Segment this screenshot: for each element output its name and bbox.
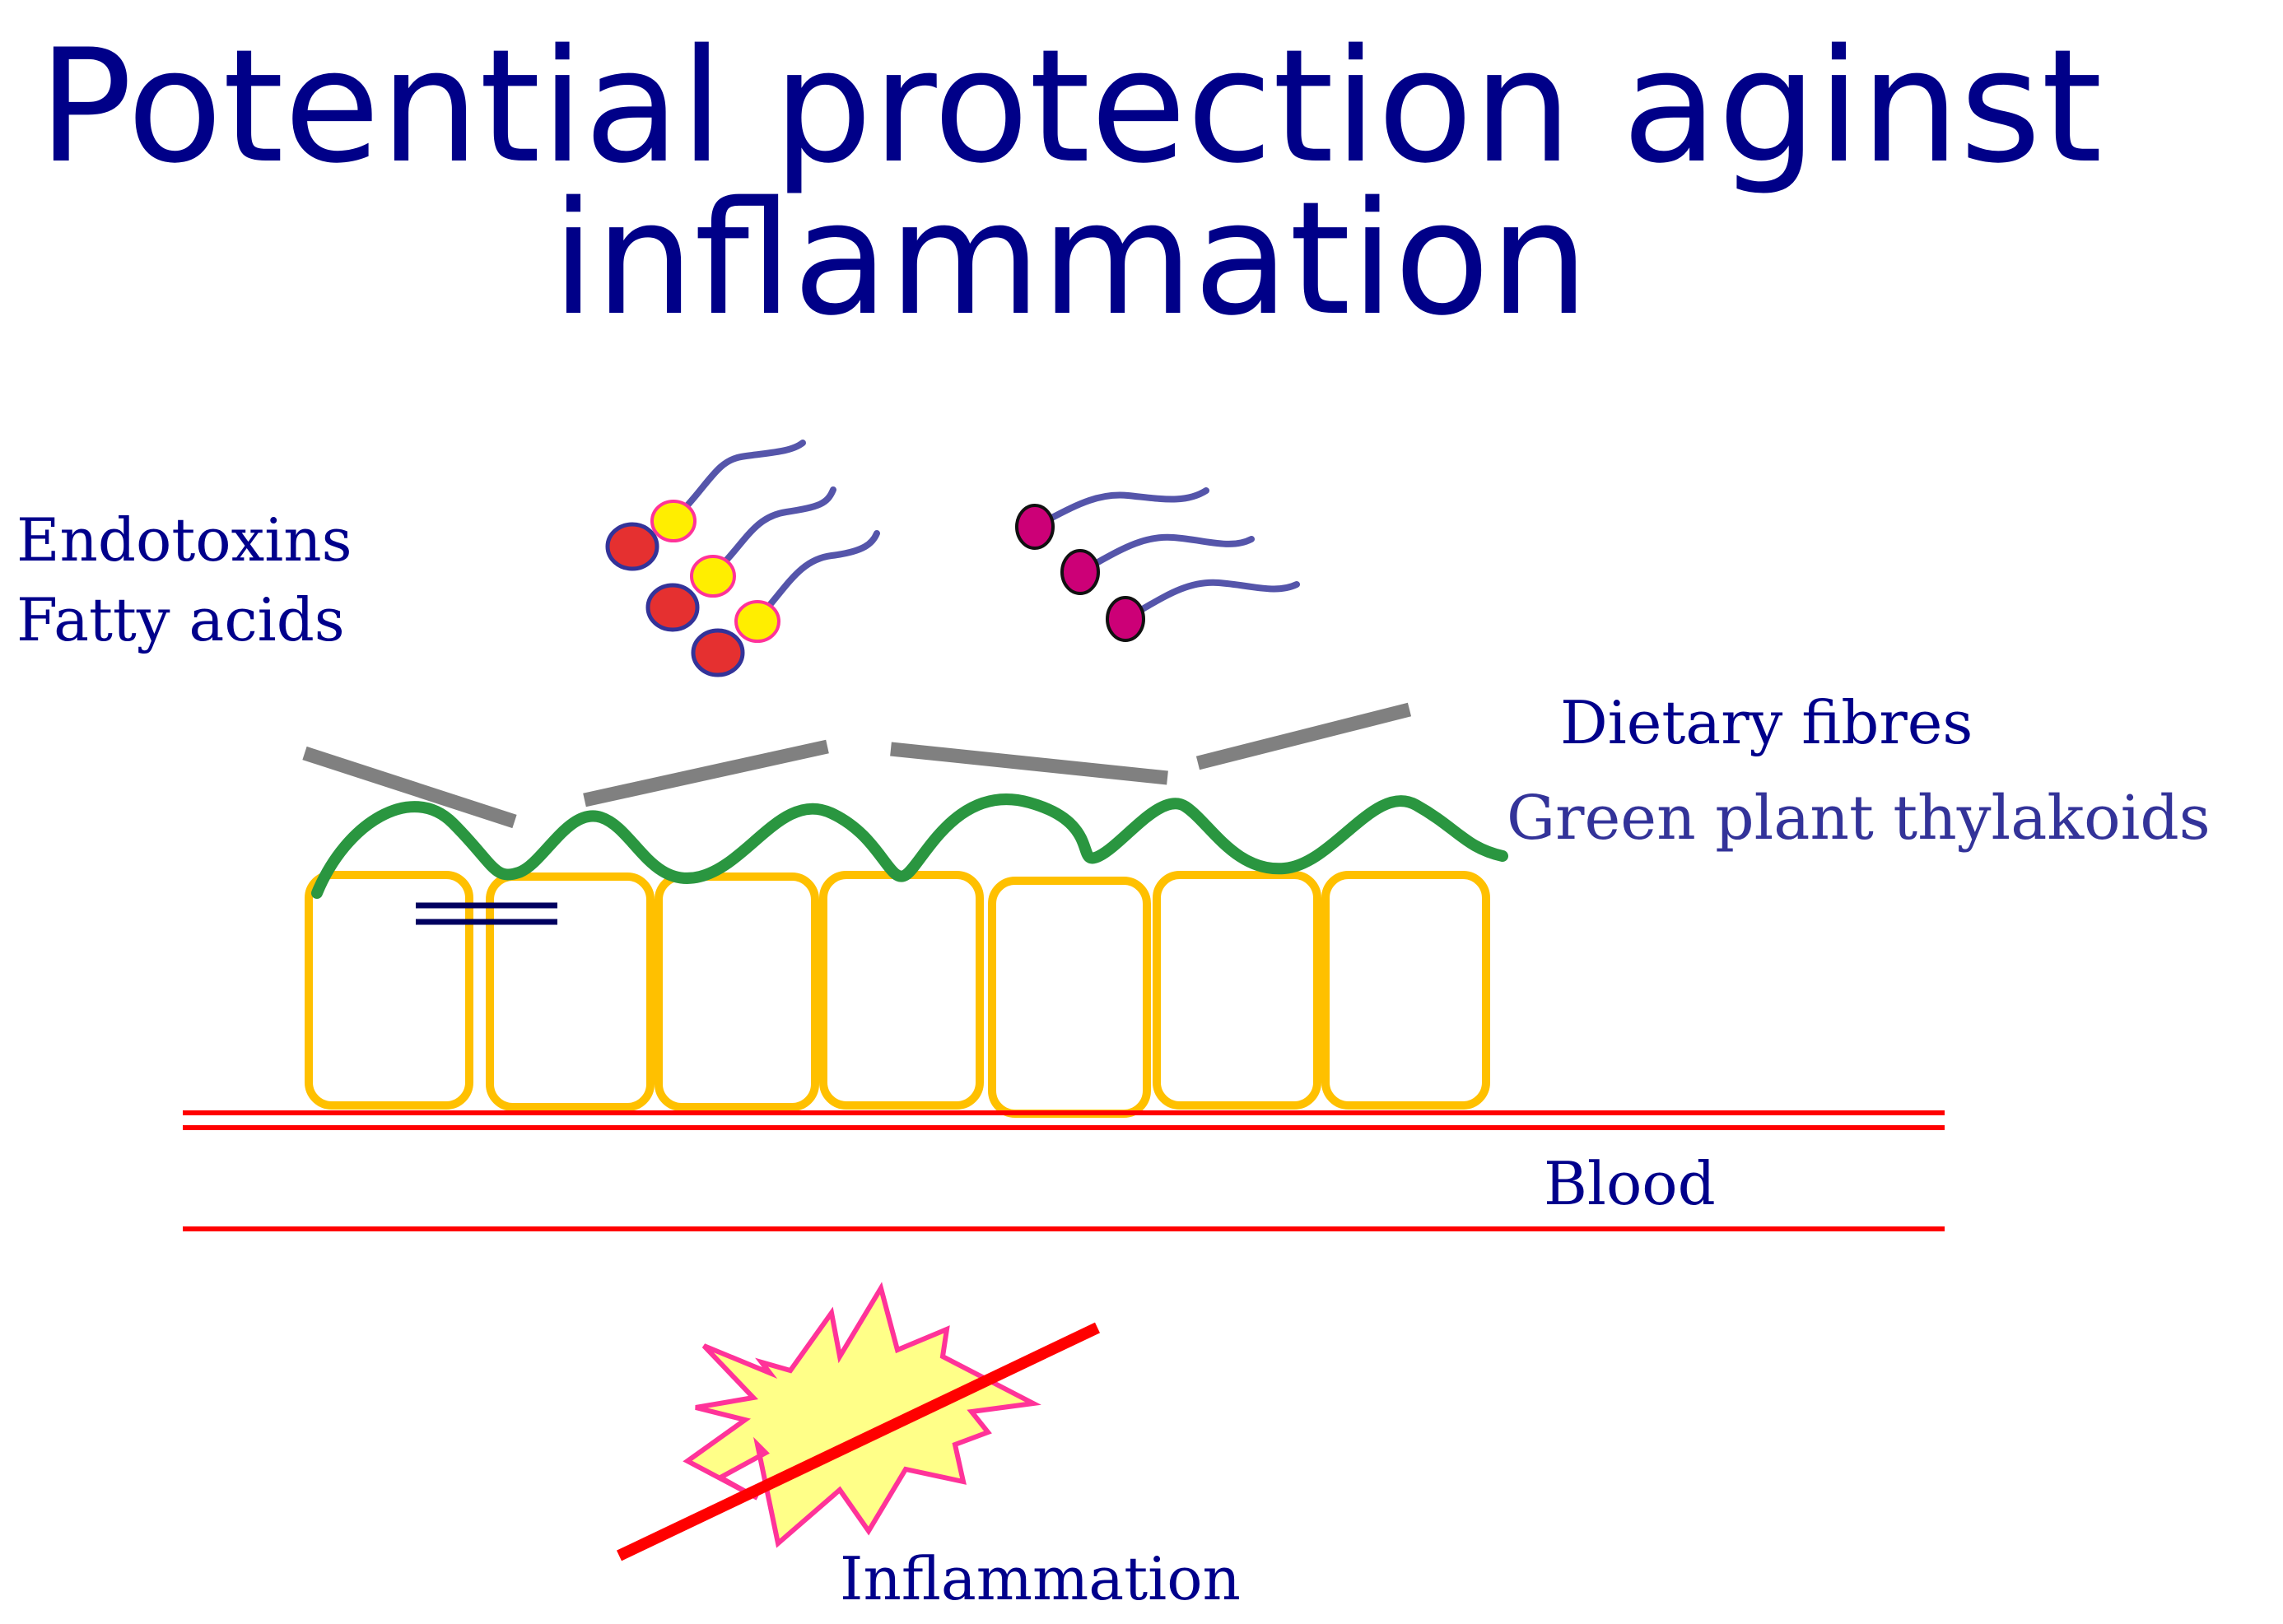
fatty-acid-molecule-icon — [1015, 487, 1209, 550]
epithelial-cells — [305, 871, 1490, 1118]
dietary-fibres — [302, 702, 1412, 829]
title-line-2: inflammation — [552, 168, 1589, 350]
fatty-acid-molecule-icon — [1106, 579, 1300, 642]
inflammation-burst-icon — [616, 1282, 1101, 1561]
blood-vessel — [183, 1110, 1945, 1231]
title-line-1: Potential protection aginst — [38, 16, 2103, 198]
fatty-acid-molecule-icon — [1060, 533, 1255, 595]
thylakoid-membrane — [311, 793, 1508, 899]
inflammation-label: Inflammation — [840, 1544, 1241, 1613]
blood-label: Blood — [1544, 1149, 1716, 1218]
strike-through-line — [616, 1322, 1101, 1561]
thylakoids-label: Green plant thylakoids — [1507, 783, 2211, 854]
endotoxin-molecule-icon — [645, 486, 836, 632]
endotoxins-label: Endotoxins — [16, 505, 352, 575]
tight-junction — [416, 902, 557, 925]
dietary-fibres-label: Dietary fibres — [1560, 688, 1973, 757]
endotoxin-molecule-icon — [691, 530, 880, 677]
endotoxin-molecule-icon — [605, 440, 806, 571]
fatty-acids-label: Fatty acids — [16, 585, 345, 654]
